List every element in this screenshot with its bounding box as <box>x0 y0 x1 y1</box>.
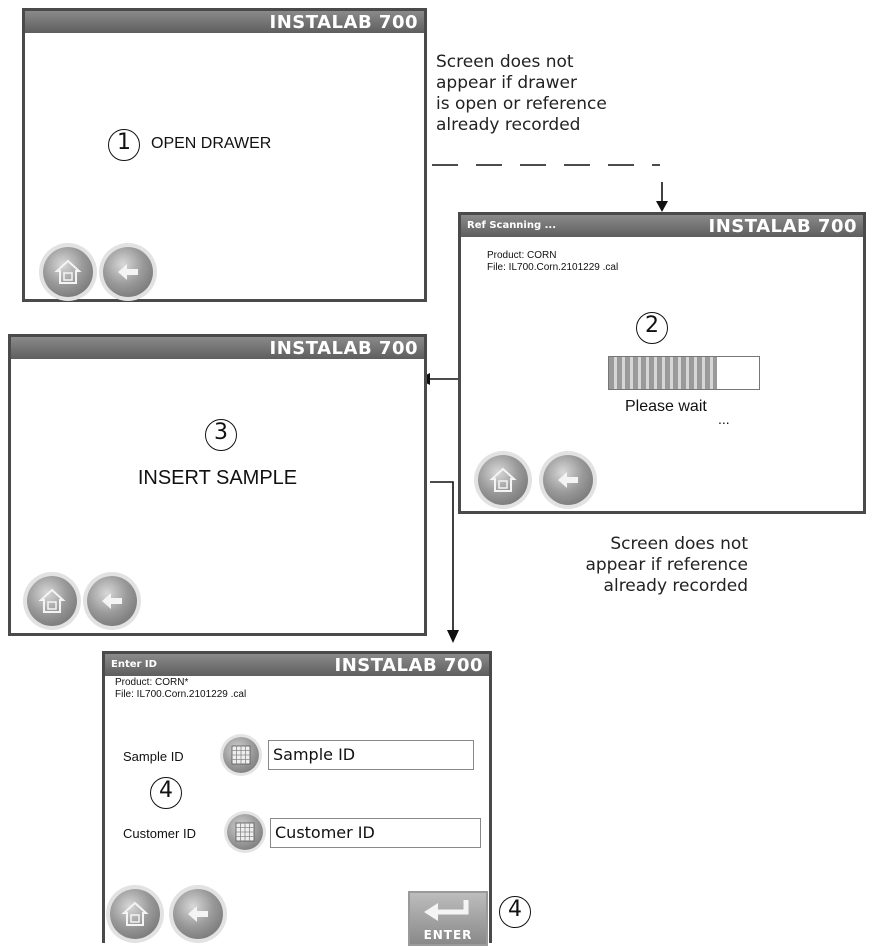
title-bar: Ref Scanning ... INSTALAB 700 <box>461 215 863 237</box>
brand-title: INSTALAB 700 <box>269 12 418 33</box>
insert-sample-screen: INSTALAB 700 3 INSERT SAMPLE <box>8 334 427 636</box>
title-bar: INSTALAB 700 <box>25 11 424 33</box>
wait-text: Please wait <box>625 398 707 415</box>
back-arrow-icon <box>188 906 208 922</box>
customer-id-label: Customer ID <box>123 826 196 841</box>
home-icon <box>121 901 149 926</box>
note-line: Screen does not <box>436 52 574 72</box>
enter-id-screen: Enter ID INSTALAB 700 Product: CORN* Fil… <box>102 651 492 946</box>
note-line: already recorded <box>603 576 748 596</box>
open-drawer-screen: INSTALAB 700 1 OPEN DRAWER <box>22 8 427 302</box>
screen-title: Ref Scanning ... <box>467 220 557 231</box>
step-number: 4 <box>150 777 182 809</box>
progress-fill <box>609 357 717 389</box>
arrowhead <box>656 201 668 212</box>
note-line: appear if reference <box>585 555 748 575</box>
connector-line <box>430 481 454 632</box>
file-label: File: IL700.Corn.2101229 .cal <box>487 262 619 273</box>
back-button[interactable] <box>173 889 223 939</box>
home-icon <box>489 467 517 492</box>
step-number: 1 <box>108 129 140 161</box>
arrowhead <box>447 630 459 643</box>
home-icon <box>38 588 66 613</box>
screen-message: INSERT SAMPLE <box>137 467 298 489</box>
file-label: File: IL700.Corn.2101229 .cal <box>115 689 247 700</box>
keypad-icon <box>235 822 255 842</box>
screen-message: OPEN DRAWER <box>151 135 272 152</box>
home-button[interactable] <box>478 455 528 505</box>
sample-id-label: Sample ID <box>123 749 184 764</box>
title-bar: Enter ID INSTALAB 700 <box>105 654 489 676</box>
back-arrow-icon <box>102 593 122 609</box>
sample-keypad-button[interactable] <box>223 737 259 773</box>
keypad-icon <box>231 745 251 765</box>
product-label: Product: CORN* <box>115 677 189 688</box>
back-button[interactable] <box>87 576 137 626</box>
back-button[interactable] <box>543 455 593 505</box>
brand-title: INSTALAB 700 <box>269 338 418 359</box>
screen-title: Enter ID <box>111 659 157 670</box>
back-button[interactable] <box>103 247 153 297</box>
enter-button[interactable]: ENTER <box>408 891 488 946</box>
home-icon <box>54 259 82 284</box>
home-button[interactable] <box>43 247 93 297</box>
brand-title: INSTALAB 700 <box>708 216 857 237</box>
home-button[interactable] <box>110 889 160 939</box>
step-number: 3 <box>205 419 237 451</box>
note-line: is open or reference <box>436 94 607 114</box>
customer-id-input[interactable]: Customer ID <box>270 818 481 848</box>
brand-title: INSTALAB 700 <box>334 655 483 676</box>
title-bar: INSTALAB 700 <box>11 337 424 359</box>
progress-bar <box>608 356 760 390</box>
note-line: appear if drawer <box>436 73 577 93</box>
back-arrow-icon <box>118 264 138 280</box>
enter-label: ENTER <box>423 928 473 942</box>
step-number: 2 <box>636 312 668 344</box>
wait-dots: ... <box>718 411 730 427</box>
back-arrow-icon <box>558 472 578 488</box>
note-line: Screen does not <box>610 534 748 554</box>
note-drawer: Screen does not appear if drawer is open… <box>436 52 607 136</box>
ref-scanning-screen: Ref Scanning ... INSTALAB 700 Product: C… <box>458 212 866 514</box>
note-reference: Screen does not appear if reference alre… <box>580 534 748 597</box>
enter-key-icon <box>424 900 469 921</box>
customer-keypad-button[interactable] <box>227 814 263 850</box>
enter-step-number: 4 <box>499 896 531 928</box>
product-label: Product: CORN <box>487 250 557 261</box>
sample-id-input[interactable]: Sample ID <box>268 740 474 770</box>
home-button[interactable] <box>27 576 77 626</box>
note-line: already recorded <box>436 115 581 135</box>
